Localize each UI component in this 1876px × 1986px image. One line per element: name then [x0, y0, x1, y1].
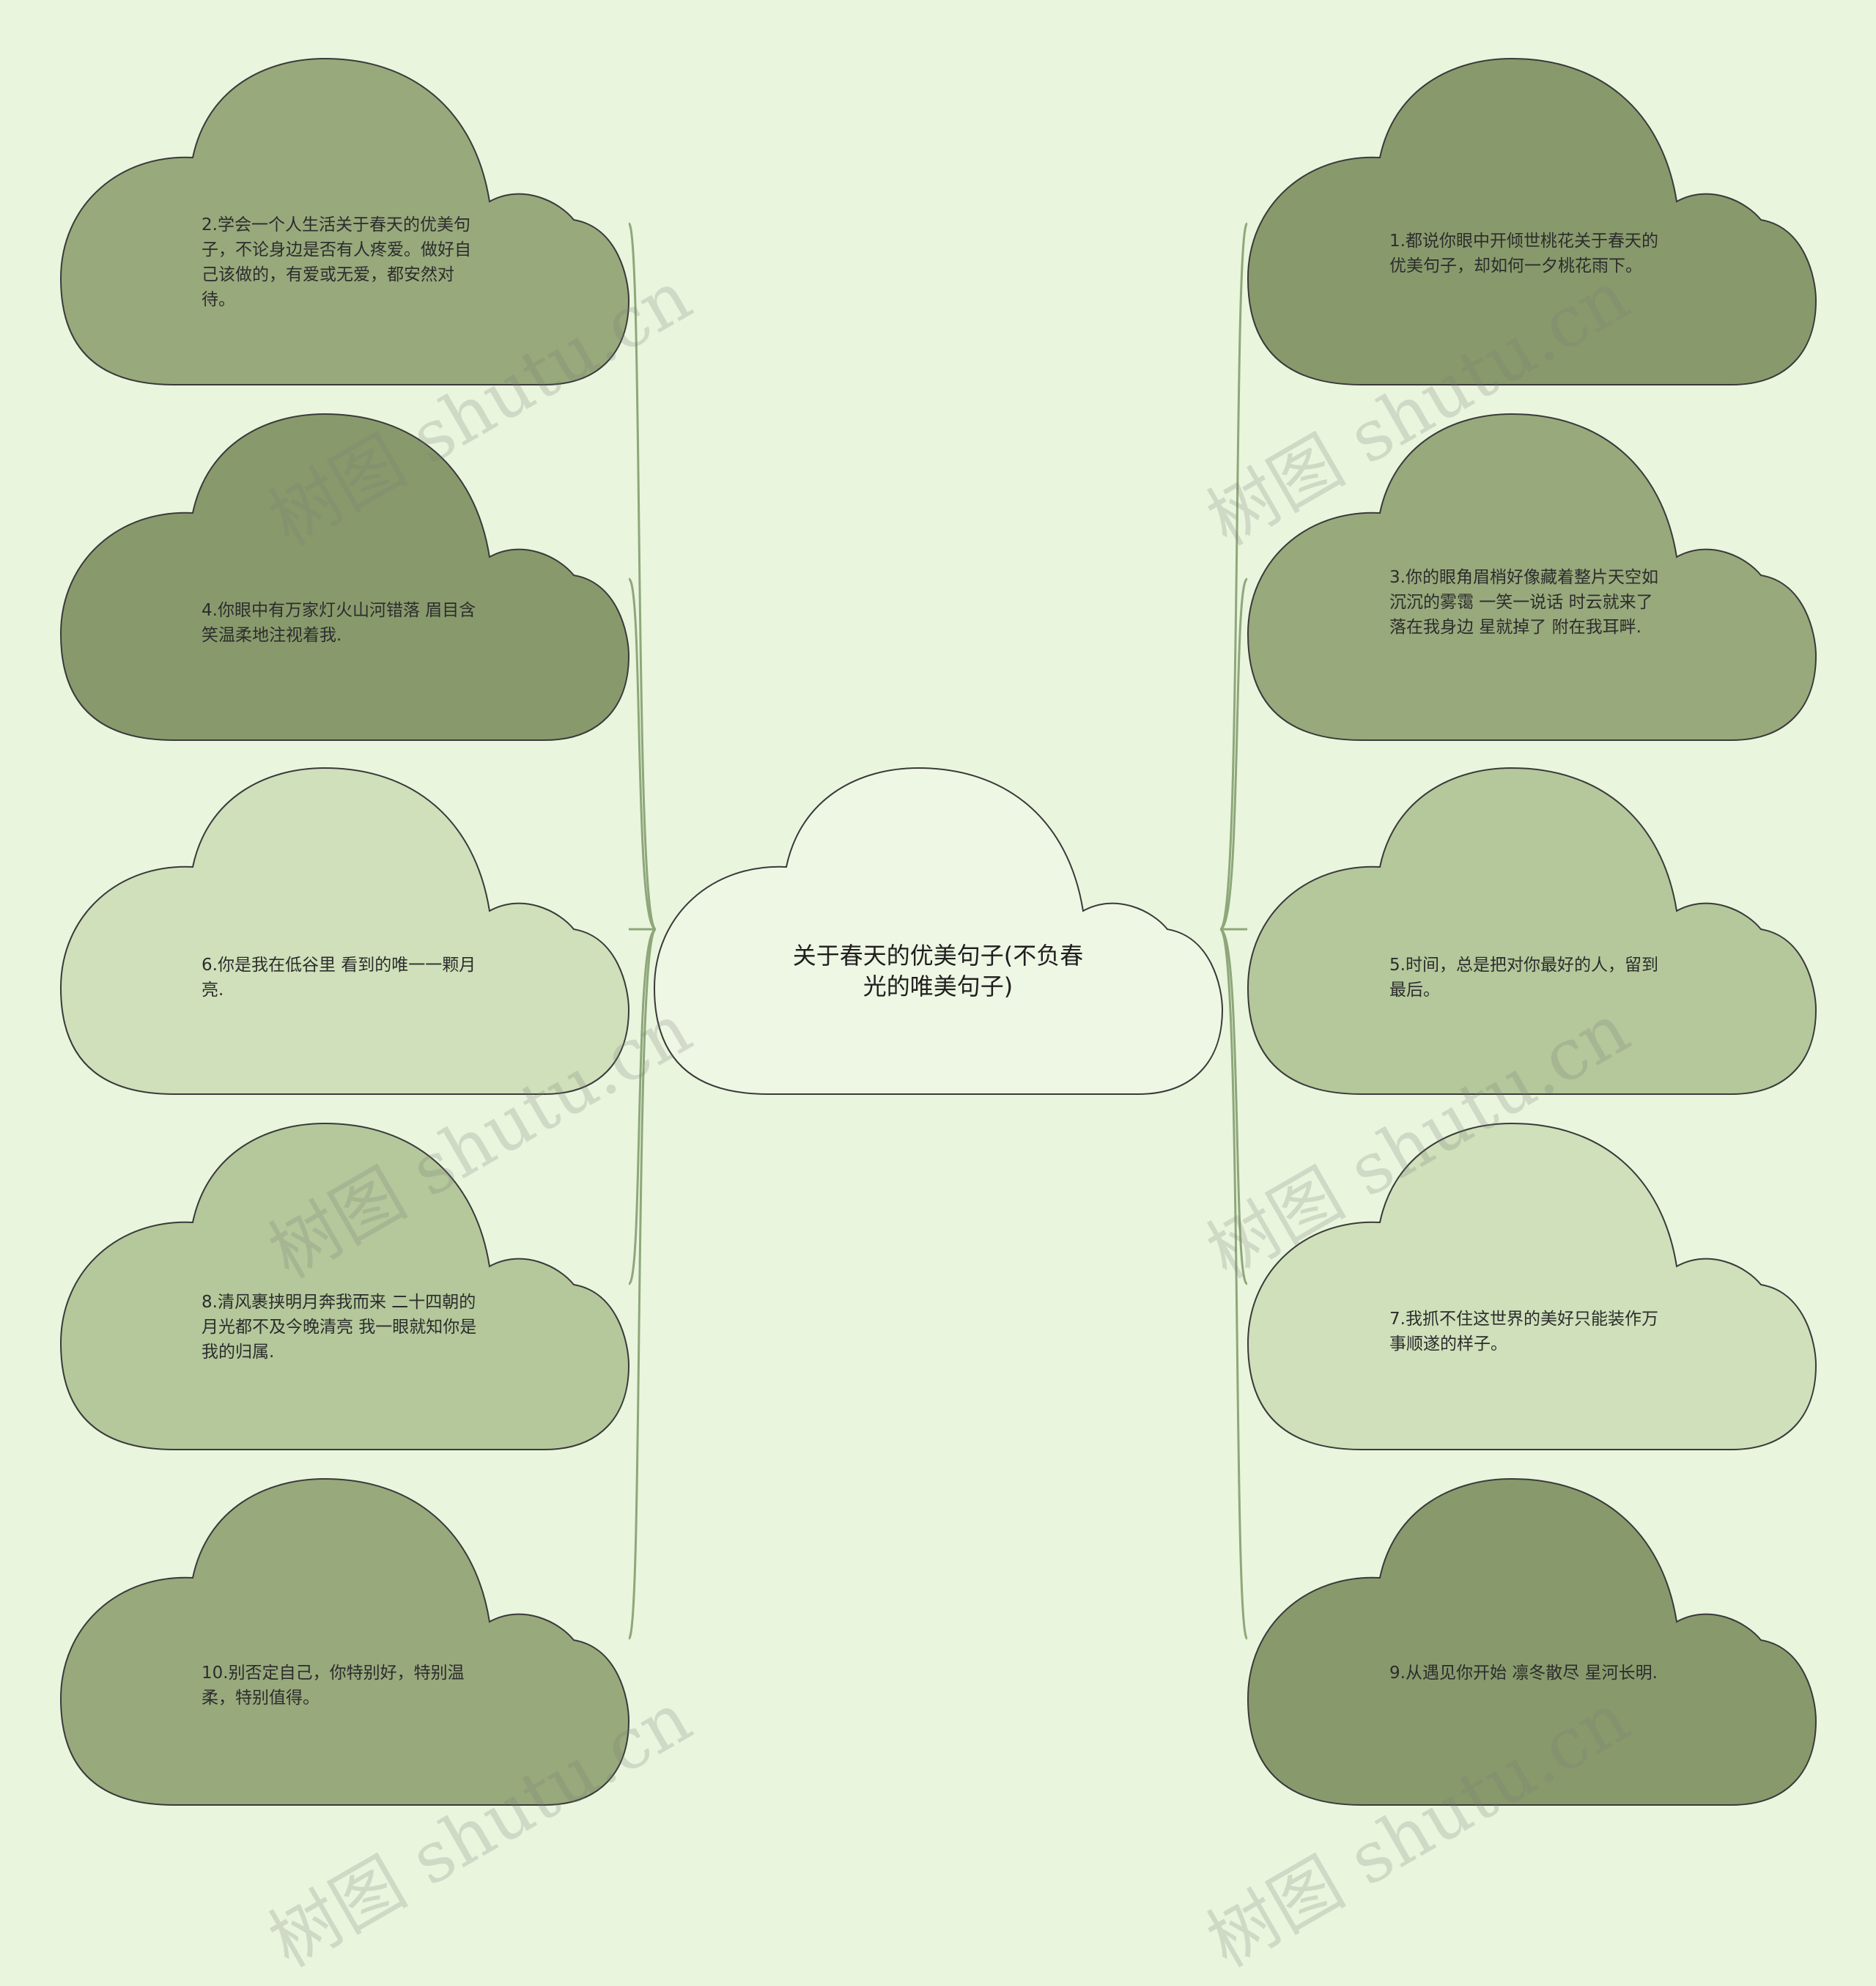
- right-connector-4: [1219, 928, 1249, 1285]
- right-connector-2: [1219, 577, 1249, 931]
- left-node-1-cloud[interactable]: [59, 57, 630, 385]
- mindmap-canvas: 关于春天的优美句子(不负春光的唯美句子) 2.学会一个人生活关于春天的优美句子，…: [59, 57, 1817, 1983]
- center-topic-cloud[interactable]: [653, 767, 1224, 1095]
- left-node-2-cloud[interactable]: [59, 413, 630, 741]
- left-connector-1: [627, 222, 657, 931]
- right-connector-5: [1219, 928, 1249, 1640]
- right-node-3-text: 5.时间，总是把对你最好的人，留到最后。: [1389, 956, 1658, 1000]
- left-node-2-text: 4.你眼中有万家灯火山河错落 眉目含笑温柔地注视着我.: [202, 601, 476, 645]
- right-node-3-cloud[interactable]: [1247, 767, 1817, 1095]
- left-node-3-cloud[interactable]: [59, 767, 630, 1095]
- right-node-2-text: 3.你的眼角眉梢好像藏着整片天空如沉沉的雾霭 一笑一说话 时云就来了 落在我身边…: [1389, 568, 1658, 637]
- left-connector-5: [627, 928, 657, 1640]
- left-connector-2: [627, 577, 657, 931]
- right-node-4-cloud[interactable]: [1247, 1122, 1817, 1450]
- left-node-3-text: 6.你是我在低谷里 看到的唯一一颗月亮.: [202, 956, 476, 1000]
- connector-layer: [627, 222, 1249, 1640]
- right-node-5-cloud[interactable]: [1247, 1477, 1817, 1806]
- right-node-4-text: 7.我抓不住这世界的美好只能装作万事顺遂的样子。: [1389, 1310, 1658, 1354]
- right-node-1-text: 1.都说你眼中开倾世桃花关于春天的优美句子，却如何一夕桃花雨下。: [1389, 232, 1658, 276]
- left-node-4-cloud[interactable]: [59, 1122, 630, 1450]
- left-node-1-text: 2.学会一个人生活关于春天的优美句子，不论身边是否有人疼爱。做好自己该做的，有爱…: [202, 215, 471, 309]
- left-node-5-cloud[interactable]: [59, 1477, 630, 1806]
- left-node-5-text: 10.别否定自己，你特别好，特别温柔，特别值得。: [202, 1664, 465, 1708]
- right-node-2-cloud[interactable]: [1247, 413, 1817, 741]
- center-topic-text: 关于春天的优美句子(不负春光的唯美句子): [792, 942, 1084, 1000]
- right-node-5-text: 9.从遇见你开始 凛冬散尽 星河长明.: [1389, 1664, 1658, 1683]
- left-node-4-text: 8.清风裹挟明月奔我而来 二十四朝的月光都不及今晚清亮 我一眼就知你是我的归属.: [202, 1293, 477, 1362]
- cloud-layer: [59, 57, 1817, 1806]
- right-node-1-cloud[interactable]: [1247, 57, 1817, 385]
- right-connector-1: [1219, 222, 1249, 931]
- left-connector-4: [627, 928, 657, 1285]
